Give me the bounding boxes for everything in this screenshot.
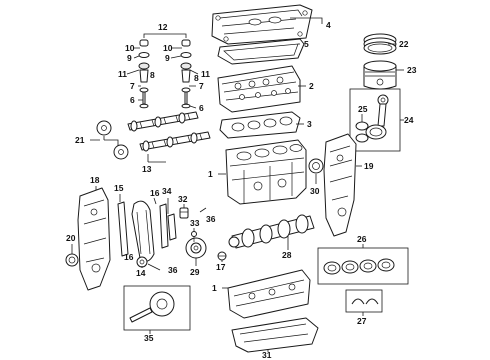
crank-oil-seal[interactable] xyxy=(308,158,324,174)
callout-14: 14 xyxy=(136,268,146,278)
callout-26: 26 xyxy=(357,234,367,244)
timing-cover[interactable] xyxy=(323,133,357,237)
callout-36-upper: 36 xyxy=(206,214,216,224)
callout-labels: 4 5 2 3 1 12 10 10 9 9 11 11 8 8 7 7 6 6… xyxy=(66,20,417,360)
callout-11-left: 11 xyxy=(118,69,127,79)
chain-guide-right[interactable] xyxy=(159,203,169,249)
callout-9-right: 9 xyxy=(165,53,170,63)
oil-pan[interactable] xyxy=(231,317,319,353)
callout-1-top: 1 xyxy=(208,169,213,179)
callout-21: 21 xyxy=(75,135,85,145)
callout-23: 23 xyxy=(407,65,417,75)
callout-19: 19 xyxy=(364,161,374,171)
chain-tensioner-arm[interactable] xyxy=(167,213,177,241)
cam-sprocket-intake[interactable] xyxy=(96,120,112,136)
engine-block[interactable] xyxy=(225,139,307,205)
callout-6-left: 6 xyxy=(130,95,135,105)
chain-tensioner[interactable] xyxy=(179,207,189,219)
valve-cover-gasket[interactable] xyxy=(217,38,305,65)
crank-pulley[interactable] xyxy=(185,237,207,259)
oil-pump-box xyxy=(123,285,191,331)
thrust-washers-box xyxy=(345,289,383,313)
callout-24: 24 xyxy=(404,115,414,125)
piston[interactable] xyxy=(363,60,397,90)
connecting-rod-box xyxy=(349,88,401,152)
callout-33: 33 xyxy=(190,218,200,228)
callout-34: 34 xyxy=(162,186,172,196)
lower-crankcase[interactable] xyxy=(227,269,311,319)
leader-lines xyxy=(71,17,404,352)
callout-22: 22 xyxy=(399,39,409,49)
callout-20: 20 xyxy=(66,233,76,243)
callout-15: 15 xyxy=(114,183,124,193)
callout-29: 29 xyxy=(190,267,200,277)
callout-7-right: 7 xyxy=(199,81,204,91)
piston-rings[interactable] xyxy=(363,33,397,55)
callout-2: 2 xyxy=(309,81,314,91)
crank-sprocket[interactable] xyxy=(136,256,148,268)
callout-9-left: 9 xyxy=(127,53,132,63)
callout-8-right: 8 xyxy=(194,73,199,83)
head-gasket[interactable] xyxy=(219,111,301,139)
callout-17: 17 xyxy=(216,262,226,272)
callout-30: 30 xyxy=(310,186,320,196)
front-timing-cover[interactable] xyxy=(77,187,111,291)
callout-28: 28 xyxy=(282,250,292,260)
callout-27: 27 xyxy=(357,316,367,326)
valve-train-right[interactable] xyxy=(180,39,192,109)
callout-36-lower: 36 xyxy=(168,265,178,275)
callout-6-right: 6 xyxy=(199,103,204,113)
callout-18: 18 xyxy=(90,175,100,185)
callout-1-bottom: 1 xyxy=(212,283,217,293)
callout-11-right: 11 xyxy=(201,69,210,79)
callout-25: 25 xyxy=(358,104,368,114)
callout-4: 4 xyxy=(326,20,331,30)
oil-pump[interactable] xyxy=(129,291,175,323)
callout-12: 12 xyxy=(158,22,168,32)
callout-10-right: 10 xyxy=(163,43,173,53)
callout-7-left: 7 xyxy=(130,81,135,91)
timing-chain[interactable] xyxy=(131,200,155,262)
intake-camshaft[interactable] xyxy=(127,111,199,132)
timing-cover-seal[interactable] xyxy=(65,253,79,267)
thrust-washers[interactable] xyxy=(351,298,379,305)
callout-10-left: 10 xyxy=(125,43,135,53)
callout-5: 5 xyxy=(304,39,309,49)
callout-13: 13 xyxy=(142,164,152,174)
callout-16-right: 16 xyxy=(150,188,160,198)
main-bearings[interactable] xyxy=(323,258,395,275)
valve-train-left[interactable] xyxy=(138,39,150,109)
crankshaft[interactable] xyxy=(228,214,315,249)
callout-3: 3 xyxy=(307,119,312,129)
callout-16-left: 16 xyxy=(124,252,134,262)
connecting-rod[interactable] xyxy=(365,94,389,140)
cylinder-head[interactable] xyxy=(217,65,301,113)
callout-35: 35 xyxy=(144,333,154,343)
valve-cover[interactable] xyxy=(211,4,313,45)
exhaust-camshaft[interactable] xyxy=(139,131,211,152)
cam-sprocket-exhaust[interactable] xyxy=(113,144,129,160)
crank-bolt[interactable] xyxy=(217,251,227,261)
chain-guide-left[interactable] xyxy=(117,201,129,257)
callout-31: 31 xyxy=(262,350,272,360)
callout-32: 32 xyxy=(178,194,188,204)
callout-8-left: 8 xyxy=(150,70,155,80)
